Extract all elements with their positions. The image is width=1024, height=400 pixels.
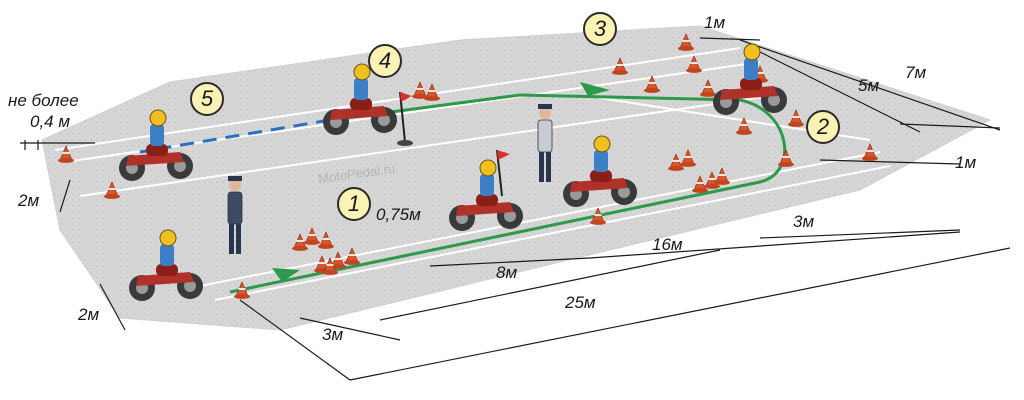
zone-length-16-label: 16м xyxy=(652,235,683,254)
rider-turn xyxy=(713,43,787,115)
rider-slalom xyxy=(449,159,523,231)
station-badge-1: 1 xyxy=(337,187,371,221)
route-line xyxy=(229,93,787,294)
station-badge-4: 4 xyxy=(368,44,402,78)
cone-spacing-label: 0,75м xyxy=(376,205,421,224)
route-arrow-start xyxy=(272,268,300,282)
route-dashed xyxy=(139,118,331,154)
lane-lines xyxy=(54,47,891,301)
max-gap-label-line2: 0,4 м xyxy=(30,112,71,131)
station-badge-2: 2 xyxy=(806,110,840,144)
top-gap-label: 1м xyxy=(704,13,726,32)
dimension-lines xyxy=(20,37,1011,381)
flag-icon xyxy=(496,149,510,197)
rider-station-5 xyxy=(119,109,193,181)
course-ground xyxy=(41,25,992,331)
officer-inspector xyxy=(537,104,553,182)
start-offset-label: 3м xyxy=(322,325,344,344)
slalom-length-label: 8м xyxy=(496,263,518,282)
right-gap-label: 1м xyxy=(955,153,977,172)
width-left-bottom-label: 2м xyxy=(78,305,100,324)
station-badge-5: 5 xyxy=(190,82,224,116)
rider-start xyxy=(129,229,203,301)
flag-icon xyxy=(397,91,413,146)
right-offset-label: 3м xyxy=(793,212,815,231)
route-arrow xyxy=(580,82,610,96)
officer-inspector xyxy=(227,176,243,254)
rider-station-2-approach xyxy=(563,135,637,207)
total-length-label: 25м xyxy=(565,293,596,312)
station-badge-3: 3 xyxy=(583,12,617,46)
turn-width-label: 5м xyxy=(858,76,880,95)
max-gap-label-line1: не более xyxy=(8,91,79,110)
total-width-label: 7м xyxy=(905,63,927,82)
rider-station-4 xyxy=(323,63,397,135)
width-left-top-label: 2м xyxy=(18,191,40,210)
